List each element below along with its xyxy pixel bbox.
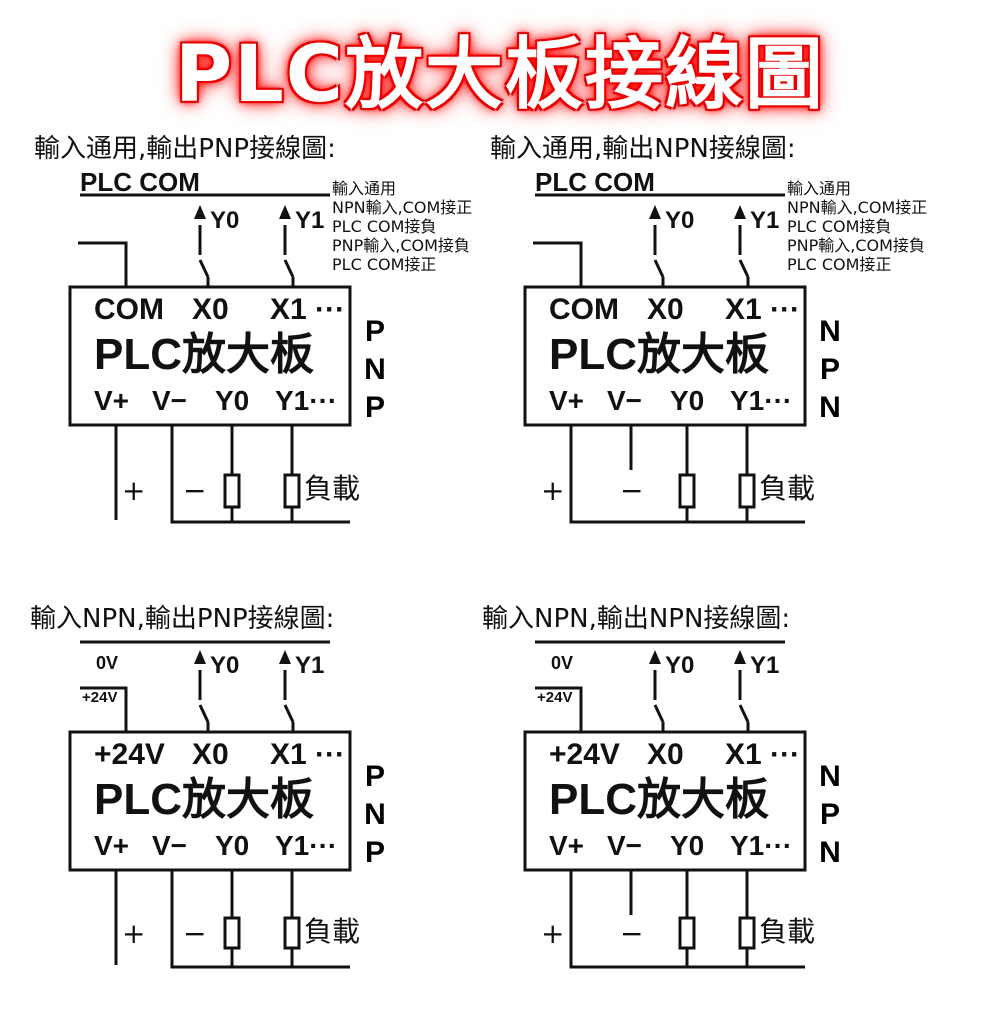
terminal-vminus: V− xyxy=(152,830,188,861)
output-type-letter: N xyxy=(819,836,841,869)
output-type-letter: N xyxy=(364,798,386,831)
note-line: PLC COM接正 xyxy=(787,255,892,274)
rail-24v-label: +24V xyxy=(537,689,573,706)
minus-sign: − xyxy=(183,917,207,950)
y1-arrow-label: Y1 xyxy=(750,207,780,234)
wiring-lines xyxy=(523,193,807,524)
wiring-notes: 輸入通用 NPN輸入,COM接正 PLC COM接負 PNP輸入,COM接負 P… xyxy=(332,179,472,274)
minus-sign: − xyxy=(620,474,644,507)
wiring-diagram-npn-pnp: 0V +24V Y0 Y1 +24V X0 X1 ··· PLC放大板 V+ V… xyxy=(0,610,470,1030)
terminal-vplus: V+ xyxy=(549,385,585,416)
board-name: PLC放大板 xyxy=(94,330,314,379)
page-title: PLC放大板接線圖 xyxy=(174,30,826,120)
minus-sign: − xyxy=(183,474,207,507)
wiring-lines xyxy=(523,640,807,969)
terminal-24v: +24V xyxy=(549,738,620,771)
output-type-letter: P xyxy=(819,353,840,386)
y0-arrow-label: Y0 xyxy=(210,207,240,234)
y0-arrow-label: Y0 xyxy=(665,652,695,679)
terminal-x1: X1 ··· xyxy=(270,293,345,326)
output-type-label: P N P xyxy=(360,758,390,872)
note-line: PLC COM接正 xyxy=(332,255,437,274)
load-label: 負載 xyxy=(304,915,361,948)
terminal-y0: Y0 xyxy=(670,385,705,416)
y1-arrow-label: Y1 xyxy=(750,652,780,679)
output-type-letter: P xyxy=(819,798,840,831)
note-line: PNP輸入,COM接負 xyxy=(787,236,925,255)
terminal-x0: X0 xyxy=(192,738,229,771)
y1-arrow-label: Y1 xyxy=(295,207,325,234)
heading-general-npn: 輸入通用,輸出NPN接線圖: xyxy=(490,134,796,164)
terminal-vminus: V− xyxy=(607,385,643,416)
note-line: NPN輸入,COM接正 xyxy=(332,198,473,217)
board-name: PLC放大板 xyxy=(94,775,314,824)
rail-24v-label: +24V xyxy=(82,689,118,706)
heading-general-pnp: 輸入通用,輸出PNP接線圖: xyxy=(34,134,336,164)
terminal-vplus: V+ xyxy=(549,830,585,861)
y0-arrow-label: Y0 xyxy=(665,207,695,234)
output-type-letter: N xyxy=(364,353,386,386)
output-type-letter: N xyxy=(819,315,841,348)
terminal-vminus: V− xyxy=(607,830,643,861)
terminal-y1: Y1··· xyxy=(730,385,793,416)
note-line: 輸入通用 xyxy=(787,179,852,198)
note-line: PLC COM接負 xyxy=(787,217,892,236)
load-label: 負載 xyxy=(304,472,361,505)
terminal-y0: Y0 xyxy=(215,830,250,861)
output-type-letter: N xyxy=(819,760,841,793)
board-name: PLC放大板 xyxy=(549,775,769,824)
terminal-x1: X1 ··· xyxy=(270,738,345,771)
plus-sign: + xyxy=(541,917,565,950)
terminal-com: COM xyxy=(549,293,619,326)
heading-npn-pnp: 輸入NPN,輸出PNP接線圖: xyxy=(30,604,335,634)
terminal-com: COM xyxy=(94,293,164,326)
terminal-x0: X0 xyxy=(192,293,229,326)
load-label: 負載 xyxy=(759,472,816,505)
rail-label: PLC COM xyxy=(535,167,655,197)
terminal-vplus: V+ xyxy=(94,830,130,861)
note-line: PLC COM接負 xyxy=(332,217,437,236)
terminal-vplus: V+ xyxy=(94,385,130,416)
terminal-y0: Y0 xyxy=(670,830,705,861)
terminal-vminus: V− xyxy=(152,385,188,416)
rail-0v-label: 0V xyxy=(551,653,574,673)
plus-sign: + xyxy=(541,474,565,507)
terminal-y0: Y0 xyxy=(215,385,250,416)
plus-sign: + xyxy=(122,474,146,507)
load-label: 負載 xyxy=(759,915,816,948)
wiring-lines xyxy=(68,640,352,969)
board-name: PLC放大板 xyxy=(549,330,769,379)
output-type-letter: P xyxy=(364,760,385,793)
output-type-label: N P N xyxy=(815,313,845,427)
output-type-label: N P N xyxy=(815,758,845,872)
wiring-notes: 輸入通用 NPN輸入,COM接正 PLC COM接負 PNP輸入,COM接負 P… xyxy=(787,179,927,274)
note-line: NPN輸入,COM接正 xyxy=(787,198,928,217)
output-type-letter: N xyxy=(819,391,841,424)
output-type-letter: P xyxy=(364,315,385,348)
y1-arrow-label: Y1 xyxy=(295,652,325,679)
wiring-diagram-general-pnp: PLC COM Y0 Y1 輸入通用 NPN輸入,COM接正 PLC COM接負… xyxy=(0,165,472,585)
terminal-y1: Y1··· xyxy=(730,830,793,861)
terminal-y1: Y1··· xyxy=(275,830,338,861)
rail-label: PLC COM xyxy=(80,167,200,197)
wiring-lines xyxy=(68,193,352,524)
terminal-x0: X0 xyxy=(647,738,684,771)
terminal-24v: +24V xyxy=(94,738,165,771)
output-type-letter: P xyxy=(364,391,385,424)
plus-sign: + xyxy=(122,917,146,950)
terminal-y1: Y1··· xyxy=(275,385,338,416)
rail-0v-label: 0V xyxy=(96,653,119,673)
minus-sign: − xyxy=(620,917,644,950)
wiring-diagram-npn-npn: 0V +24V Y0 Y1 +24V X0 X1 ··· PLC放大板 V+ V… xyxy=(455,610,925,1030)
heading-npn-npn: 輸入NPN,輸出NPN接線圖: xyxy=(482,604,791,634)
note-line: PNP輸入,COM接負 xyxy=(332,236,470,255)
y0-arrow-label: Y0 xyxy=(210,652,240,679)
note-line: 輸入通用 xyxy=(332,179,397,198)
terminal-x0: X0 xyxy=(647,293,684,326)
wiring-diagram-general-npn: PLC COM Y0 Y1 輸入通用 NPN輸入,COM接正 PLC COM接負… xyxy=(455,165,927,585)
output-type-letter: P xyxy=(364,836,385,869)
terminal-x1: X1 ··· xyxy=(725,738,800,771)
terminal-x1: X1 ··· xyxy=(725,293,800,326)
output-type-label: P N P xyxy=(360,313,390,427)
